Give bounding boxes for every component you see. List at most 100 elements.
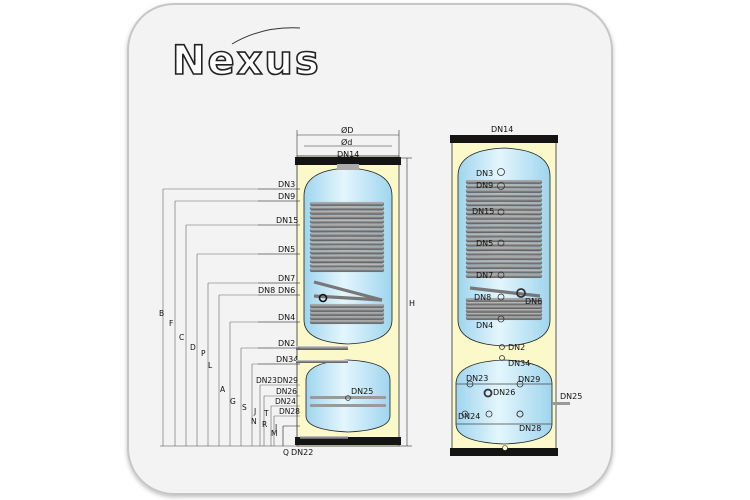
lower-port-circle [345, 395, 351, 401]
left-port-label: DN3 [278, 180, 295, 189]
right-port-circle [497, 168, 505, 176]
coil-turn [309, 308, 385, 312]
coil-turn [465, 193, 543, 198]
coil-turn [465, 247, 543, 252]
coil-turn [465, 260, 543, 265]
right-top-port-label: DN14 [491, 125, 513, 134]
coil-turn [309, 268, 385, 272]
left-port-label: DN25 [351, 387, 373, 396]
dimension-label: F [169, 319, 173, 328]
right-port-circle [497, 315, 505, 323]
right-top-cap [450, 135, 558, 143]
coil-turn [309, 304, 385, 308]
brand-swoosh [231, 27, 301, 45]
dimension-label: I [275, 423, 277, 432]
left-port-label: DN5 [278, 245, 295, 254]
left-port-label: DN34 [276, 355, 298, 364]
coil-turn [309, 254, 385, 259]
coil-turn [465, 308, 543, 313]
dimension-label: A [220, 385, 226, 394]
left-port-label: DN26 [276, 387, 297, 396]
left-port-label: DN29 [277, 376, 298, 385]
left-port-label: DN6 [278, 286, 295, 295]
coil-turn [465, 229, 543, 234]
right-port-label: DN15 [472, 207, 494, 216]
coil-turn [309, 263, 385, 268]
pipe-dn34 [296, 360, 348, 363]
right-port-label: DN29 [518, 375, 540, 384]
dimension-label-q: Q [283, 448, 289, 457]
left-port-label: DN7 [278, 274, 295, 283]
right-port-label: DN8 [474, 293, 491, 302]
right-port-label: DN28 [519, 424, 541, 433]
right-port-label: DN9 [476, 181, 493, 190]
coil-turn [465, 197, 543, 202]
right-port-circle [499, 355, 505, 361]
dimension-label: R [262, 420, 267, 429]
dimension-label: G [230, 397, 236, 406]
coil-return [313, 294, 383, 302]
left-port-label: DN28 [279, 407, 300, 416]
pipe-dn22 [300, 436, 348, 439]
inner-diameter-label: Ød [341, 137, 352, 147]
coil-turn [309, 219, 385, 224]
right-tank [450, 135, 570, 456]
dimension-label: L [208, 361, 213, 370]
left-port-label: DN2 [278, 339, 295, 348]
right-bottom-cap [450, 448, 558, 456]
coil-turn [309, 259, 385, 264]
right-port-label: DN4 [476, 321, 493, 330]
dimension-label: M [271, 429, 277, 438]
right-port-circle [497, 239, 505, 247]
right-port-label: DN5 [476, 239, 493, 248]
right-exchanger-port [516, 410, 524, 418]
right-port-circle [497, 271, 505, 279]
dimension-label: N [251, 417, 257, 426]
left-port-label: DN24 [275, 397, 296, 406]
right-port-circle [483, 388, 493, 398]
right-port-label: DN34 [508, 359, 530, 368]
dimension-label: T [263, 409, 269, 418]
left-port-dn6-circle [318, 293, 328, 303]
coil-turn [465, 256, 543, 261]
dimension-label: B [159, 309, 164, 318]
right-upper-vessel [457, 147, 551, 347]
coil-turn [465, 202, 543, 207]
coil-turn [465, 220, 543, 225]
right-side-nozzle [552, 402, 570, 405]
coil-turn [309, 246, 385, 250]
left-port-label: DN9 [278, 192, 295, 201]
coil-turn [465, 233, 543, 238]
height-dimension: H [399, 157, 415, 447]
coil-turn [465, 224, 543, 229]
right-port-label: DN2 [508, 343, 525, 352]
left-port-label: DN15 [276, 216, 298, 225]
coil-turn [465, 269, 543, 274]
right-port-circle [497, 182, 505, 190]
dimension-label: C [179, 333, 184, 342]
coil-turn [309, 206, 385, 211]
lower-exchanger-tube [310, 396, 386, 399]
right-port-label: DN25 [560, 392, 582, 401]
coil-turn [309, 202, 385, 206]
coil-turn [309, 241, 385, 246]
left-diameter-dims: ØD Ød DN14 [296, 125, 400, 159]
coil-turn [465, 312, 543, 317]
coil-return [469, 286, 541, 298]
coil-turn [309, 320, 385, 324]
lower-exchanger-tube [310, 404, 386, 407]
right-exchanger-port [466, 380, 474, 388]
left-top-cap [295, 157, 401, 165]
right-bottom-nozzle [502, 445, 508, 451]
left-tank [295, 155, 401, 447]
right-port-circle [499, 344, 505, 350]
coil-return [313, 280, 383, 302]
coil-turn [309, 232, 385, 237]
pipe-dn2 [296, 346, 348, 350]
brand-logo: Nexus [172, 38, 321, 84]
left-port-label: DN4 [278, 313, 295, 322]
